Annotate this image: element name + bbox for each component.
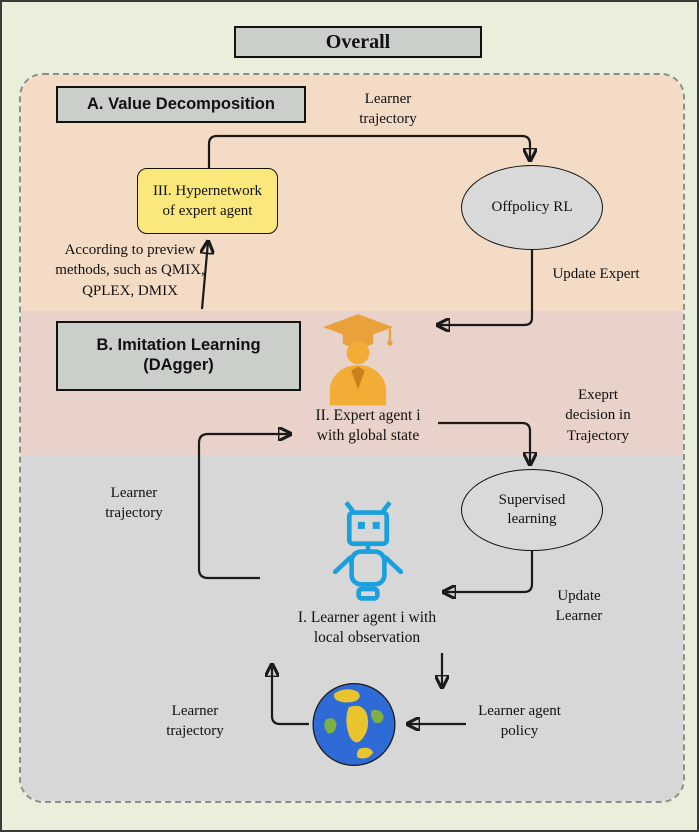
robot-icon	[329, 498, 407, 602]
expert-caption: II. Expert agent i with global state	[315, 407, 421, 445]
hypernetwork-label: III. Hypernetwork of expert agent	[152, 182, 263, 219]
section-b-label: B. Imitation Learning (DAgger)	[96, 336, 261, 374]
label-update-expert: Update Expert	[552, 266, 640, 282]
overall-title-box: Overall	[234, 26, 482, 58]
learner-caption: I. Learner agent i with local observatio…	[297, 609, 437, 647]
graduate-cap-person-icon	[320, 312, 396, 406]
label-learner-agent-policy: Learner agent policy	[478, 703, 561, 740]
section-b-label-box: B. Imitation Learning (DAgger)	[56, 321, 301, 391]
label-according-note: According to preview methods, such as QM…	[55, 242, 205, 299]
globe-icon	[310, 681, 398, 768]
label-learner-trajectory-top: Learner trajectory	[359, 91, 417, 128]
section-a-label: A. Value Decomposition	[87, 94, 275, 113]
supervised-learning-label: Supervised learning	[498, 491, 566, 528]
label-update-learner: Update Learner	[555, 588, 603, 625]
overall-title: Overall	[325, 30, 391, 53]
supervised-learning-node: Supervised learning	[461, 469, 603, 551]
hypernetwork-node: III. Hypernetwork of expert agent	[137, 168, 278, 234]
offpolicy-rl-node: Offpolicy RL	[461, 165, 603, 250]
label-learner-trajectory-bottom: Learner trajectory	[166, 703, 224, 740]
label-expert-decision: Exeprt decision in Trajectory	[565, 387, 631, 444]
label-learner-trajectory-left: Learner trajectory	[105, 485, 163, 522]
section-a-label-box: A. Value Decomposition	[56, 86, 306, 123]
offpolicy-rl-label: Offpolicy RL	[491, 198, 573, 215]
